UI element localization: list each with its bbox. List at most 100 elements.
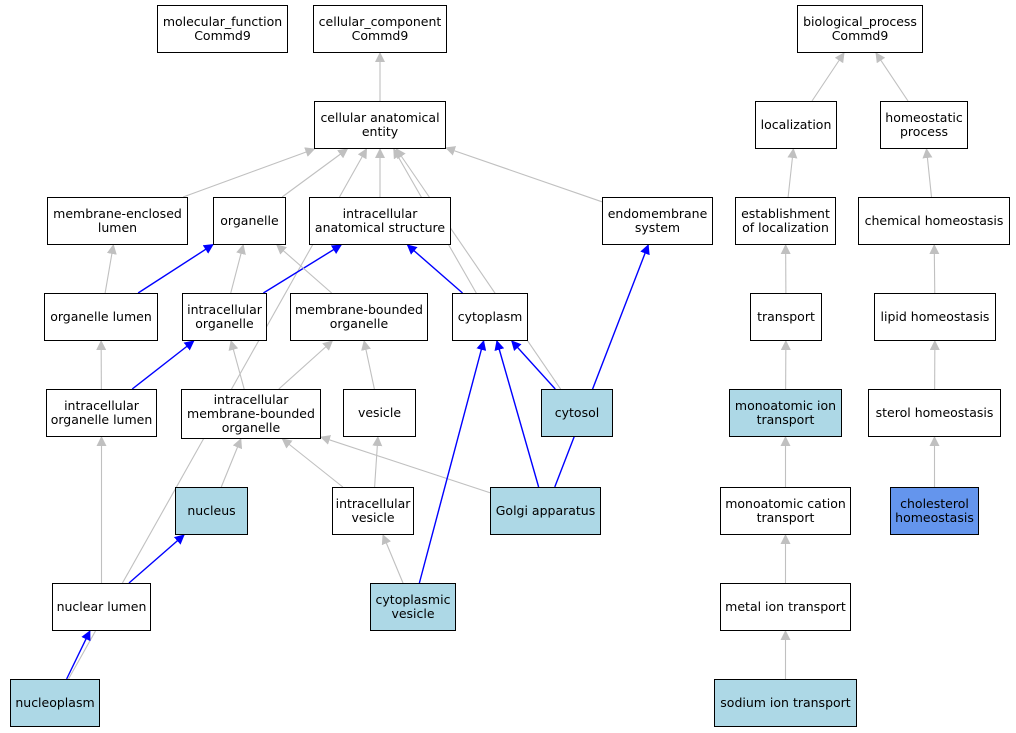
node-monoatomic-cation-transport[interactable]: monoatomic cation transport — [720, 487, 851, 535]
node-nuclear-lumen[interactable]: nuclear lumen — [52, 583, 151, 631]
edge-membrane_enclosed_lumen-to-cellular_anatomical_entity — [182, 147, 316, 198]
edge-endomembrane_system-to-cellular_anatomical_entity — [445, 146, 603, 203]
edge-localization-to-biological_process — [811, 52, 845, 102]
edge-organelle-to-cellular_anatomical_entity — [281, 148, 349, 198]
node-sodium-ion-transport[interactable]: sodium ion transport — [714, 679, 857, 727]
node-label: membrane-bounded organelle — [295, 302, 423, 331]
edge-intracellular_membrane_bounded_organelle-to-membrane_bounded_organelle — [278, 340, 334, 390]
node-intracellular-vesicle[interactable]: intracellular vesicle — [332, 487, 414, 535]
node-label: homeostatic process — [885, 110, 963, 139]
edge-intracellular_organelle-to-intracellular_anatomical_structure — [263, 244, 342, 294]
node-label: biological_process Commd9 — [803, 14, 917, 43]
node-label: cytoplasm — [457, 309, 523, 324]
node-transport[interactable]: transport — [750, 293, 822, 341]
edge-nucleus-to-intracellular_membrane_bounded_organelle — [220, 438, 243, 488]
node-golgi-apparatus[interactable]: Golgi apparatus — [490, 487, 601, 535]
node-label: intracellular organelle — [187, 302, 262, 331]
node-intracellular-anatomical-structure[interactable]: intracellular anatomical structure — [309, 197, 451, 245]
node-label: sodium ion transport — [720, 695, 851, 710]
edge-cytosol-to-cellular_anatomical_entity — [395, 148, 562, 390]
edge-chemical_homeostasis-to-homeostatic_process — [922, 148, 933, 198]
node-cellular-component[interactable]: cellular_component Commd9 — [313, 5, 447, 53]
node-nucleoplasm[interactable]: nucleoplasm — [10, 679, 100, 727]
node-label: localization — [760, 117, 832, 132]
node-organelle-lumen[interactable]: organelle lumen — [44, 293, 158, 341]
node-label: lipid homeostasis — [880, 309, 990, 324]
node-endomembrane-system[interactable]: endomembrane system — [602, 197, 713, 245]
node-nucleus[interactable]: nucleus — [175, 487, 248, 535]
node-intracellular-organelle-lumen[interactable]: intracellular organelle lumen — [46, 389, 157, 437]
node-cytosol[interactable]: cytosol — [541, 389, 613, 437]
node-cytoplasmic-vesicle[interactable]: cytoplasmic vesicle — [370, 583, 456, 631]
node-label: monoatomic cation transport — [725, 496, 846, 525]
edge-cytoplasmic_vesicle-to-cytoplasm — [418, 340, 487, 584]
node-label: molecular_function Commd9 — [162, 14, 283, 43]
node-cytoplasm[interactable]: cytoplasm — [452, 293, 528, 341]
node-metal-ion-transport[interactable]: metal ion transport — [720, 583, 851, 631]
edge-homeostatic_process-to-biological_process — [875, 52, 909, 102]
node-intracellular-membrane-bounded-organelle[interactable]: intracellular membrane-bounded organelle — [181, 389, 321, 439]
node-label: intracellular membrane-bounded organelle — [187, 392, 315, 435]
edge-nucleoplasm-to-nuclear_lumen — [65, 630, 91, 680]
edge-golgi_apparatus-to-cytoplasm — [494, 340, 540, 488]
node-cholesterol-homeostasis[interactable]: cholesterol homeostasis — [890, 487, 979, 535]
node-localization[interactable]: localization — [755, 101, 837, 149]
node-label: Golgi apparatus — [495, 503, 596, 518]
node-label: nucleus — [187, 503, 236, 518]
edge-golgi_apparatus-to-endomembrane_system — [554, 244, 650, 488]
node-biological-process[interactable]: biological_process Commd9 — [797, 5, 923, 53]
edge-intracellular_vesicle-to-vesicle — [372, 436, 383, 488]
node-label: cholesterol homeostasis — [895, 496, 974, 525]
node-label: nucleoplasm — [15, 695, 95, 710]
node-label: establishment of localization — [741, 206, 830, 235]
edge-cytosol-to-cytoplasm — [511, 340, 556, 390]
edge-intracellular_organelle-to-organelle — [230, 244, 246, 294]
node-label: membrane-enclosed lumen — [53, 206, 182, 235]
node-sterol-homeostasis[interactable]: sterol homeostasis — [868, 389, 1001, 437]
node-label: intracellular vesicle — [335, 496, 411, 525]
edge-intracellular_membrane_bounded_organelle-to-intracellular_organelle — [228, 340, 245, 390]
node-label: intracellular anatomical structure — [314, 206, 446, 235]
node-lipid-homeostasis[interactable]: lipid homeostasis — [874, 293, 996, 341]
edge-intracellular_organelle_lumen-to-intracellular_organelle — [131, 340, 195, 390]
edge-cytoplasm-to-intracellular_anatomical_structure — [406, 244, 463, 294]
edge-organelle_lumen-to-membrane_enclosed_lumen — [104, 244, 117, 294]
node-label: intracellular organelle lumen — [50, 398, 153, 427]
node-chemical-homeostasis[interactable]: chemical homeostasis — [858, 197, 1010, 245]
node-label: vesicle — [357, 405, 402, 420]
edge-organelle_lumen-to-organelle — [137, 244, 214, 294]
node-label: cytosol — [554, 405, 600, 420]
node-label: monoatomic ion transport — [734, 398, 837, 427]
node-monoatomic-ion-transport[interactable]: monoatomic ion transport — [729, 389, 842, 437]
node-label: organelle lumen — [50, 309, 152, 324]
edge-nuclear_lumen-to-nucleus — [128, 534, 185, 584]
node-membrane-enclosed-lumen[interactable]: membrane-enclosed lumen — [47, 197, 188, 245]
node-cellular-anatomical-entity[interactable]: cellular anatomical entity — [314, 101, 446, 149]
node-label: transport — [757, 309, 815, 324]
node-label: metal ion transport — [725, 599, 846, 614]
node-organelle[interactable]: organelle — [213, 197, 286, 245]
node-label: cellular_component Commd9 — [318, 14, 442, 43]
node-intracellular-organelle[interactable]: intracellular organelle — [182, 293, 267, 341]
edge-membrane_bounded_organelle-to-organelle — [276, 244, 332, 294]
node-label: endomembrane system — [607, 206, 708, 235]
node-label: sterol homeostasis — [875, 405, 994, 420]
node-label: cytoplasmic vesicle — [375, 592, 451, 621]
node-establishment-of-localization[interactable]: establishment of localization — [735, 197, 836, 245]
node-label: organelle — [220, 213, 279, 228]
node-membrane-bounded-organelle[interactable]: membrane-bounded organelle — [290, 293, 428, 341]
node-vesicle[interactable]: vesicle — [343, 389, 416, 437]
edge-vesicle-to-membrane_bounded_organelle — [361, 340, 375, 390]
node-homeostatic-process[interactable]: homeostatic process — [880, 101, 968, 149]
edge-cytoplasmic_vesicle-to-intracellular_vesicle — [381, 534, 404, 584]
edge-lipid_homeostasis-to-chemical_homeostasis — [929, 244, 940, 294]
edge-intracellular_vesicle-to-intracellular_membrane_bounded_organelle — [281, 438, 344, 488]
node-molecular-function[interactable]: molecular_function Commd9 — [157, 5, 288, 53]
node-label: cellular anatomical entity — [320, 110, 440, 139]
node-label: chemical homeostasis — [864, 213, 1004, 228]
node-label: nuclear lumen — [56, 599, 147, 614]
edge-golgi_apparatus-to-intracellular_membrane_bounded_organelle — [320, 435, 491, 494]
edge-establishment_of_localization-to-localization — [787, 148, 798, 198]
